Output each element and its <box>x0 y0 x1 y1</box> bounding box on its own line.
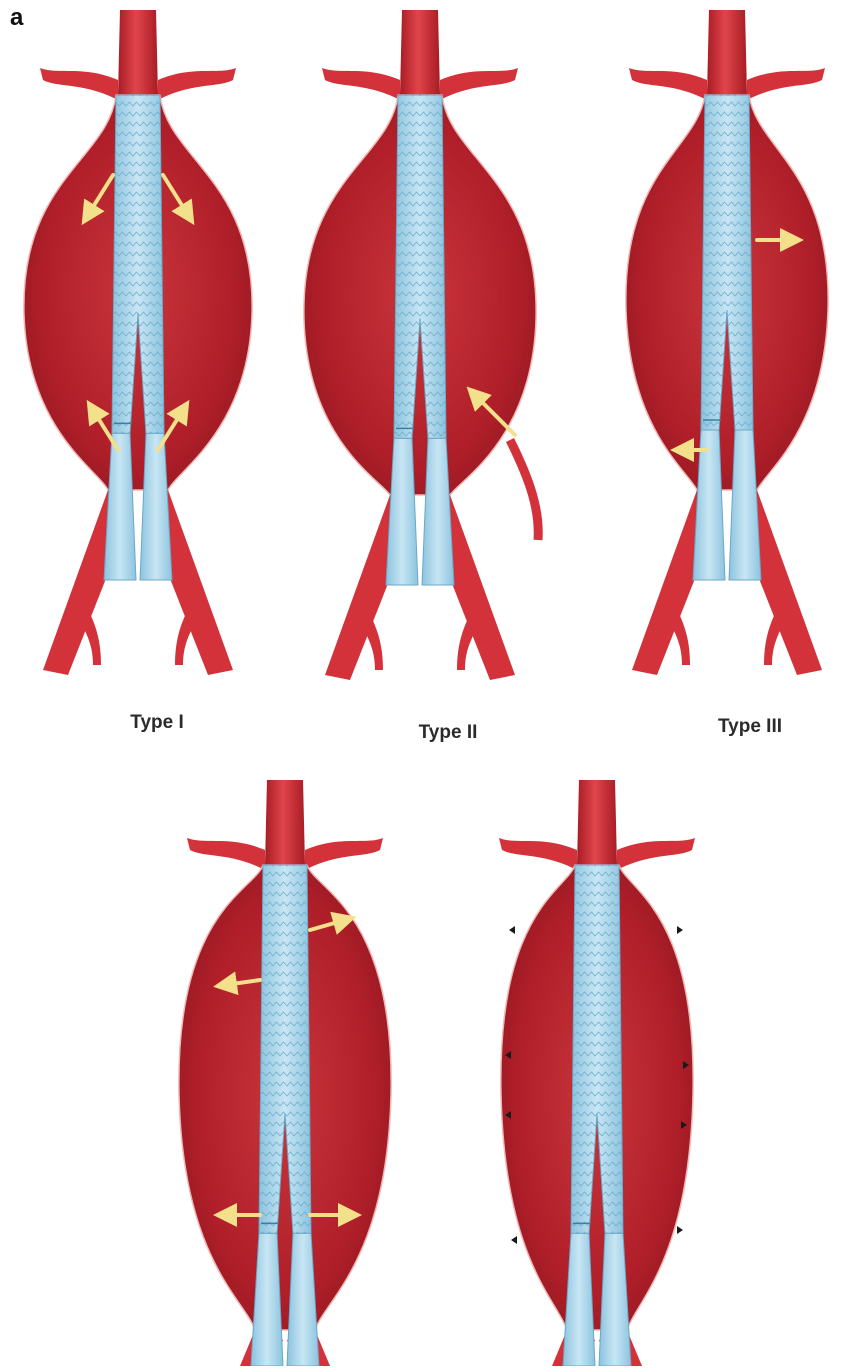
aorta-trunk <box>707 10 747 95</box>
renal-artery-left <box>322 68 400 100</box>
renal-artery-left <box>499 838 577 870</box>
pressure-arrowhead <box>677 926 683 934</box>
renal-artery-left <box>40 68 118 100</box>
renal-artery-right <box>747 68 825 100</box>
aorta-panel-5 <box>499 780 695 1366</box>
renal-artery-right <box>440 68 518 100</box>
pressure-arrowhead <box>511 1236 517 1244</box>
aorta-trunk <box>265 780 305 865</box>
label-type-2: Type II <box>368 722 528 744</box>
aorta-trunk <box>577 780 617 865</box>
panel-letter: a <box>10 4 23 32</box>
aorta-panel-1 <box>24 10 252 675</box>
renal-artery-left <box>187 838 265 870</box>
renal-artery-right <box>617 838 695 870</box>
aorta-trunk <box>400 10 440 95</box>
renal-artery-right <box>158 68 236 100</box>
aorta-trunk <box>118 10 158 95</box>
aorta-panel-3 <box>626 10 828 675</box>
label-type-3: Type III <box>670 716 830 738</box>
pressure-arrowhead <box>677 1226 683 1234</box>
renal-artery-right <box>305 838 383 870</box>
aorta-panel-2 <box>304 10 538 680</box>
label-type-1: Type I <box>77 712 237 734</box>
lumbar-artery <box>510 440 538 540</box>
renal-artery-left <box>629 68 707 100</box>
aorta-panel-4 <box>179 780 391 1366</box>
pressure-arrowhead <box>509 926 515 934</box>
